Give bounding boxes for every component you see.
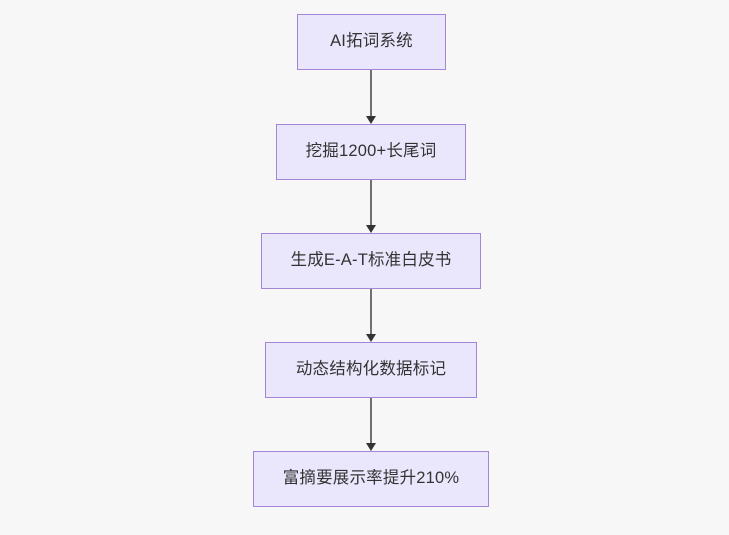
flow-node-label: AI拓词系统 [330, 32, 413, 51]
flow-node-mine-longtail-keywords[interactable]: 挖掘1200+长尾词 [276, 124, 466, 180]
arrow-head-icon [366, 225, 376, 233]
flow-node-dynamic-structured-data-markup[interactable]: 动态结构化数据标记 [265, 342, 477, 398]
arrow-head-icon [366, 116, 376, 124]
flow-edge-line [370, 70, 373, 117]
flow-edge-3 [362, 289, 380, 342]
flow-node-label: 生成E-A-T标准白皮书 [290, 251, 452, 270]
flow-node-rich-snippet-impression-lift[interactable]: 富摘要展示率提升210% [253, 451, 489, 507]
flow-edge-4 [362, 398, 380, 451]
flow-edge-line [370, 289, 373, 335]
arrow-head-icon [366, 334, 376, 342]
flow-node-label: 挖掘1200+长尾词 [305, 142, 437, 161]
flow-edge-line [370, 398, 373, 444]
flow-edge-2 [362, 180, 380, 233]
flow-node-generate-eat-whitepaper[interactable]: 生成E-A-T标准白皮书 [261, 233, 481, 289]
flow-edge-1 [362, 70, 380, 124]
arrow-head-icon [366, 443, 376, 451]
flow-edge-line [370, 180, 373, 226]
flow-node-ai-keyword-system[interactable]: AI拓词系统 [297, 14, 446, 70]
flow-node-label: 富摘要展示率提升210% [282, 469, 460, 488]
flow-node-label: 动态结构化数据标记 [295, 360, 447, 379]
